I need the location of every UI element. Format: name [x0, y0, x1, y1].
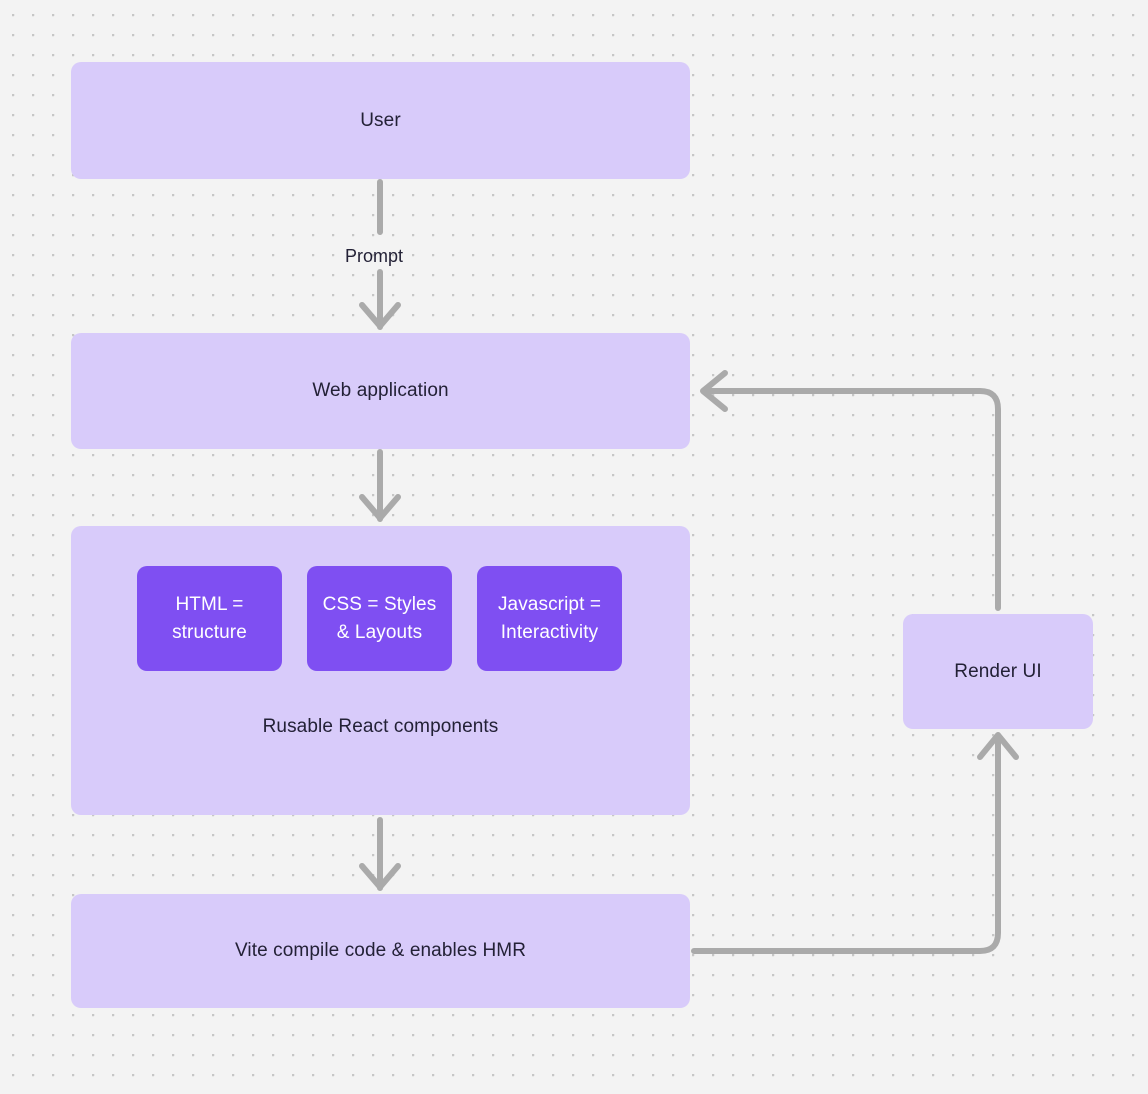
- node-reusable-components-group[interactable]: HTML = structure CSS = Styles & Layouts …: [71, 526, 690, 815]
- node-render-ui[interactable]: Render UI: [903, 614, 1093, 729]
- node-js-line1: Javascript =: [497, 593, 602, 615]
- node-web-application[interactable]: Web application: [71, 333, 690, 449]
- node-html-line2: structure: [172, 621, 247, 643]
- node-user[interactable]: User: [71, 62, 690, 179]
- node-js-line2: Interactivity: [500, 621, 599, 643]
- node-css-line1: CSS = Styles: [322, 593, 437, 615]
- edge-components-to-vite: [359, 817, 401, 891]
- node-vite-compile[interactable]: Vite compile code & enables HMR: [71, 894, 690, 1008]
- node-css-line2: & Layouts: [336, 621, 423, 643]
- edge-webapp-to-components: [359, 449, 401, 522]
- node-vite-label: Vite compile code & enables HMR: [234, 940, 527, 961]
- node-user-label: User: [360, 109, 401, 131]
- node-reusable-components-caption: Rusable React components: [262, 716, 499, 737]
- node-render-ui-label: Render UI: [954, 660, 1042, 682]
- node-html-line1: HTML =: [175, 593, 244, 615]
- edge-render-to-webapp: [700, 370, 1001, 611]
- node-javascript-interactivity[interactable]: Javascript = Interactivity: [477, 566, 622, 671]
- edge-label-prompt: Prompt: [345, 246, 404, 266]
- edge-vite-to-render: [691, 732, 1019, 954]
- node-css-styles[interactable]: CSS = Styles & Layouts: [307, 566, 452, 671]
- node-html-structure[interactable]: HTML = structure: [137, 566, 282, 671]
- node-web-application-label: Web application: [312, 380, 449, 401]
